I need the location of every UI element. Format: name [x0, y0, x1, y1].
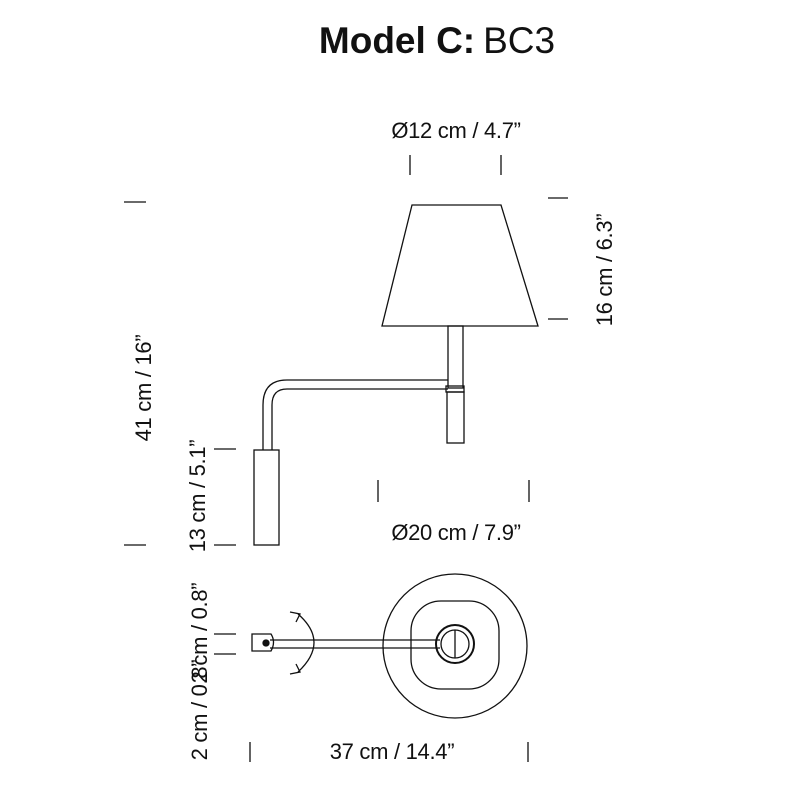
model-code: BC3 — [483, 20, 555, 61]
label-total-length: 37 cm / 14.4” — [330, 739, 455, 764]
model-label: Model C: — [319, 20, 475, 61]
base-pivot — [262, 639, 270, 647]
lamp-shade — [381, 204, 539, 327]
arm-outer — [262, 379, 448, 450]
rotation-arrow-top — [289, 611, 301, 623]
shade-outer-circle — [382, 573, 528, 719]
side-view — [253, 204, 539, 546]
plan-dimension-ticks — [214, 633, 529, 762]
rotation-arc — [297, 613, 315, 673]
stem-joint — [445, 385, 465, 393]
diagram-title: Model C:BC3 — [319, 20, 555, 61]
label-shade-bottom-diameter: Ø20 cm / 7.9” — [391, 520, 520, 545]
rotation-arrow-bottom — [289, 663, 301, 675]
dimension-ticks — [124, 155, 568, 546]
label-total-height: 41 cm / 16” — [131, 335, 156, 442]
hub-outer — [435, 624, 475, 664]
shade-inner-outline — [410, 600, 500, 690]
wall-base — [253, 449, 280, 546]
label-base-height: 13 cm / 5.1” — [185, 440, 210, 553]
label-shade-height: 16 cm / 6.3” — [592, 214, 617, 327]
top-view — [251, 573, 528, 719]
lower-stem — [446, 391, 465, 444]
upper-stem — [447, 325, 464, 389]
label-base-depth: 2 cm / 0.8” — [187, 583, 212, 684]
wall-base-plan — [251, 633, 275, 652]
label-shade-top-diameter: Ø12 cm / 4.7” — [391, 118, 520, 143]
label-base-gap: 2 cm / 0.8” — [187, 660, 212, 761]
arm-inner — [271, 388, 448, 450]
